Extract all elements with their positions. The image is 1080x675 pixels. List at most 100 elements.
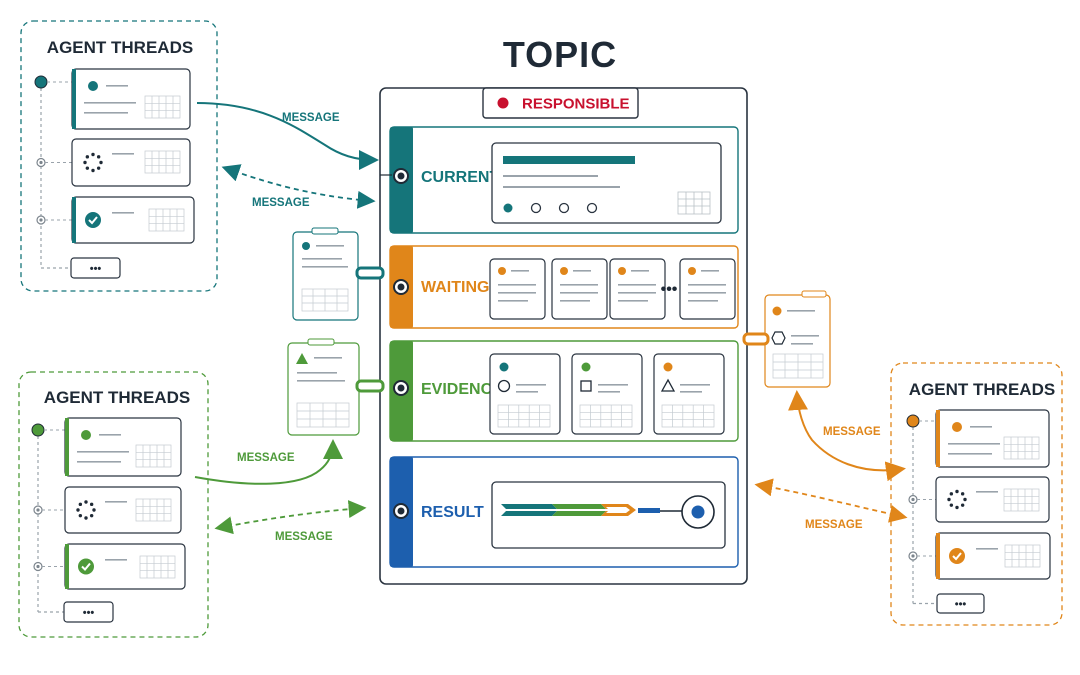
- spinner-icon: [83, 152, 103, 173]
- message-arrow-bl-solid: [194, 439, 343, 485]
- thread-card[interactable]: [64, 486, 182, 534]
- agent-threads-right[interactable]: AGENT THREADS •••: [890, 362, 1063, 626]
- message-label-tl-solid: MESSAGE: [282, 112, 340, 124]
- thread-node-icon: [31, 423, 45, 437]
- dot-icon: [498, 267, 506, 275]
- section-current-label: CURRENT: [421, 169, 499, 186]
- thread-card[interactable]: [935, 409, 1050, 468]
- dot-icon: [499, 362, 509, 372]
- section-waiting-label: WAITING: [421, 279, 489, 296]
- check-circle-icon: [78, 558, 94, 575]
- result-pipeline-card[interactable]: [491, 481, 726, 549]
- message-label-r-solid: MESSAGE: [823, 426, 881, 438]
- evidence-item-card[interactable]: [571, 353, 643, 435]
- diagram-title: TOPIC: [503, 34, 617, 75]
- more-threads-button[interactable]: •••: [936, 593, 985, 614]
- evidence-item-card[interactable]: [489, 353, 561, 435]
- circle-icon: [497, 379, 511, 393]
- thread-card[interactable]: [64, 543, 186, 590]
- step-dot-icon: [558, 202, 570, 214]
- agent-threads-bottom-left[interactable]: AGENT THREADS •••: [18, 371, 209, 638]
- evidence-item-card[interactable]: [653, 353, 725, 435]
- grid-icon: [677, 191, 711, 215]
- waiting-item-card[interactable]: [679, 258, 736, 320]
- grid-icon: [135, 498, 172, 522]
- waiting-item-card[interactable]: [551, 258, 608, 320]
- dot-icon: [618, 267, 626, 275]
- step-dot-icon: [586, 202, 598, 214]
- section-result-label: RESULT: [421, 504, 484, 521]
- dot-icon: [560, 267, 568, 275]
- more-ellipsis: •••: [661, 281, 678, 298]
- agent-threads-top-left[interactable]: AGENT THREADS•••: [20, 20, 218, 292]
- grid-icon: [497, 404, 551, 428]
- dot-icon: [772, 306, 782, 316]
- step-dot-icon: [530, 202, 542, 214]
- dot-icon: [581, 362, 591, 372]
- check-circle-icon: [949, 548, 965, 564]
- section-evidence-label: EVIDENCE: [421, 381, 503, 398]
- floating-note-green[interactable]: [287, 338, 360, 436]
- section-waiting[interactable]: WAITING •••: [389, 245, 739, 329]
- message-arrow-bl-dashed: [214, 500, 367, 535]
- responsible-dot-icon: [497, 97, 509, 109]
- thread-card[interactable]: [71, 68, 191, 130]
- link-connector-teal: [355, 266, 385, 280]
- message-label-r-dashed: MESSAGE: [805, 519, 863, 531]
- grid-icon: [1003, 436, 1040, 460]
- grid-icon: [144, 150, 181, 174]
- message-arrow-r-dashed: [754, 478, 908, 523]
- dot-icon: [688, 267, 696, 275]
- current-detail-card[interactable]: [491, 142, 722, 224]
- spinner-icon: [76, 500, 96, 520]
- section-evidence[interactable]: EVIDENCE: [389, 340, 739, 442]
- message-label-tl-dashed: MESSAGE: [252, 197, 310, 209]
- responsible-tab[interactable]: RESPONSIBLE: [482, 87, 639, 119]
- message-label-bl-dashed: MESSAGE: [275, 531, 333, 543]
- more-threads-button[interactable]: •••: [70, 257, 121, 279]
- agent-threads-title: AGENT THREADS: [44, 388, 190, 407]
- thread-card[interactable]: [935, 476, 1050, 523]
- dot-icon: [88, 81, 98, 91]
- waiting-item-card[interactable]: [489, 258, 546, 320]
- check-circle-icon: [85, 212, 101, 228]
- thread-node-icon: [906, 414, 920, 428]
- grid-icon: [661, 404, 715, 428]
- grid-icon: [148, 208, 185, 232]
- grid-icon: [139, 555, 176, 579]
- thread-node-icon: [34, 75, 48, 89]
- step-dot-active-icon: [503, 203, 513, 213]
- thread-card[interactable]: [71, 196, 195, 244]
- message-arrow-tl-dashed: [221, 164, 376, 209]
- agent-threads-title: AGENT THREADS: [909, 380, 1055, 399]
- more-threads-label: •••: [90, 263, 102, 275]
- section-current[interactable]: CURRENT: [389, 126, 739, 234]
- more-threads-label: •••: [955, 599, 967, 611]
- thread-card[interactable]: [71, 138, 191, 187]
- dot-icon: [663, 362, 673, 372]
- grid-icon: [135, 444, 172, 468]
- spinner-icon: [947, 489, 967, 510]
- thread-card[interactable]: [64, 417, 182, 477]
- grid-icon: [1004, 544, 1041, 568]
- link-connector-green: [355, 379, 385, 393]
- dot-icon: [81, 430, 91, 440]
- floating-note-teal[interactable]: [292, 227, 359, 321]
- waiting-item-card[interactable]: [609, 258, 666, 320]
- square-icon: [580, 380, 592, 392]
- floating-note-orange[interactable]: [764, 290, 831, 388]
- more-threads-button[interactable]: •••: [63, 601, 114, 623]
- link-connector-orange: [742, 332, 770, 346]
- thread-card[interactable]: [935, 532, 1051, 580]
- more-threads-label: •••: [83, 607, 95, 619]
- grid-icon: [1003, 488, 1040, 512]
- message-arrow-tl-solid: [196, 102, 379, 170]
- triangle-icon: [296, 353, 308, 364]
- dot-icon: [952, 422, 962, 432]
- triangle-icon: [660, 378, 676, 392]
- grid-icon: [144, 95, 181, 119]
- section-result[interactable]: RESULT: [389, 456, 739, 568]
- responsible-label: RESPONSIBLE: [522, 96, 630, 113]
- hexagon-icon: [771, 331, 786, 345]
